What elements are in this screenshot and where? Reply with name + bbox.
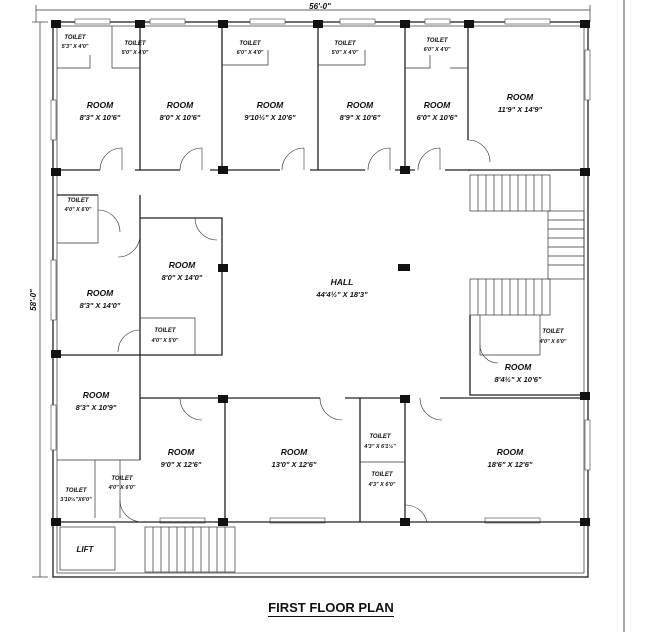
toilet-name: TOILET — [239, 41, 262, 47]
central-left-walls — [140, 217, 223, 356]
room-name: ROOM — [505, 362, 532, 372]
hall-label: HALL 44'4½" X 18'3" — [315, 277, 368, 299]
top-row-walls — [57, 26, 584, 171]
room-size: 8'0" X 14'0" — [162, 273, 203, 282]
columns — [51, 20, 590, 526]
room-name: ROOM — [87, 100, 114, 110]
room-size: 8'3" X 10'9" — [76, 403, 117, 412]
room-name: ROOM — [83, 390, 110, 400]
room-labels: ROOM 8'3" X 10'6" ROOM 8'0" X 10'6" ROOM… — [76, 92, 543, 469]
right-middle-walls — [469, 315, 584, 396]
stair-bottom — [144, 526, 236, 573]
plan-title-text: FIRST FLOOR PLAN — [268, 600, 394, 617]
width-label: 56'-0" — [309, 2, 331, 11]
toilet-size: 4'0" X 5'0" — [151, 338, 179, 344]
toilet-name: TOILET — [542, 329, 565, 335]
toilet-name: TOILET — [369, 434, 392, 440]
room-name: ROOM — [424, 100, 451, 110]
toilet-size: 6'0" X 4'0" — [237, 50, 264, 56]
toilet-size: 4'0" X 6'0" — [108, 485, 136, 491]
toilet-name: TOILET — [124, 41, 147, 47]
room-size: 8'9" X 10'6" — [340, 113, 381, 122]
lift-box — [59, 526, 116, 571]
lift-label: LIFT — [77, 545, 95, 554]
room-name: ROOM — [507, 92, 534, 102]
stair-top — [469, 174, 585, 316]
toilet-labels: TOILET 5'3" X 4'0" TOILET 5'0" X 4'0" TO… — [60, 35, 566, 503]
toilet-name: TOILET — [154, 328, 177, 334]
room-name: ROOM — [347, 100, 374, 110]
room-size: 9'0" X 12'6" — [161, 460, 202, 469]
room-name: ROOM — [167, 100, 194, 110]
bottom-row-walls — [57, 397, 584, 523]
left-column-walls — [57, 194, 141, 518]
room-size: 18'6" X 12'6" — [488, 460, 533, 469]
room-name: ROOM — [87, 288, 114, 298]
room-size: 9'10½" X 10'6" — [244, 113, 296, 122]
toilet-size: 5'0" X 4'0" — [332, 50, 359, 56]
room-name: ROOM — [169, 260, 196, 270]
toilet-name: TOILET — [371, 472, 394, 478]
room-name: ROOM — [497, 447, 524, 457]
room-name: ROOM — [257, 100, 284, 110]
toilet-size: 5'0" X 4'0" — [122, 50, 149, 56]
hall-name: HALL — [331, 277, 354, 287]
room-size: 11'9" X 14'9" — [498, 105, 543, 114]
toilet-name: TOILET — [111, 476, 134, 482]
room-name: ROOM — [281, 447, 308, 457]
depth-label: 58'-0" — [29, 289, 38, 311]
doors — [97, 139, 499, 523]
toilet-name: TOILET — [64, 35, 87, 41]
hall-size: 44'4½" X 18'3" — [315, 290, 368, 299]
toilet-size: 6'0" X 4'0" — [424, 47, 451, 53]
toilet-name: TOILET — [426, 38, 449, 44]
toilet-size: 5'3" X 4'0" — [62, 44, 89, 50]
toilet-size: 4'3" X 6'0" — [368, 482, 396, 488]
toilet-size: 3'10½"X6'0" — [60, 496, 92, 503]
dimension-depth: 58'-0" — [29, 21, 48, 578]
toilet-size: 4'3" X 6'1½" — [363, 443, 396, 450]
room-size: 6'0" X 10'6" — [417, 113, 458, 122]
windows — [50, 18, 591, 524]
room-size: 13'0" X 12'6" — [272, 460, 317, 469]
room-size: 8'4½" X 10'6" — [495, 375, 542, 384]
toilet-name: TOILET — [67, 198, 90, 204]
room-name: ROOM — [168, 447, 195, 457]
toilet-name: TOILET — [65, 488, 88, 494]
room-size: 8'3" X 14'0" — [80, 301, 121, 310]
room-size: 8'3" X 10'6" — [80, 113, 121, 122]
toilet-size: 4'0" X 6'0" — [64, 207, 92, 213]
toilet-size: 4'0" X 6'0" — [539, 339, 567, 345]
plan-title: FIRST FLOOR PLAN — [0, 600, 662, 617]
room-size: 8'0" X 10'6" — [160, 113, 201, 122]
dimension-width: 56'-0" — [35, 2, 591, 22]
toilet-name: TOILET — [334, 41, 357, 47]
